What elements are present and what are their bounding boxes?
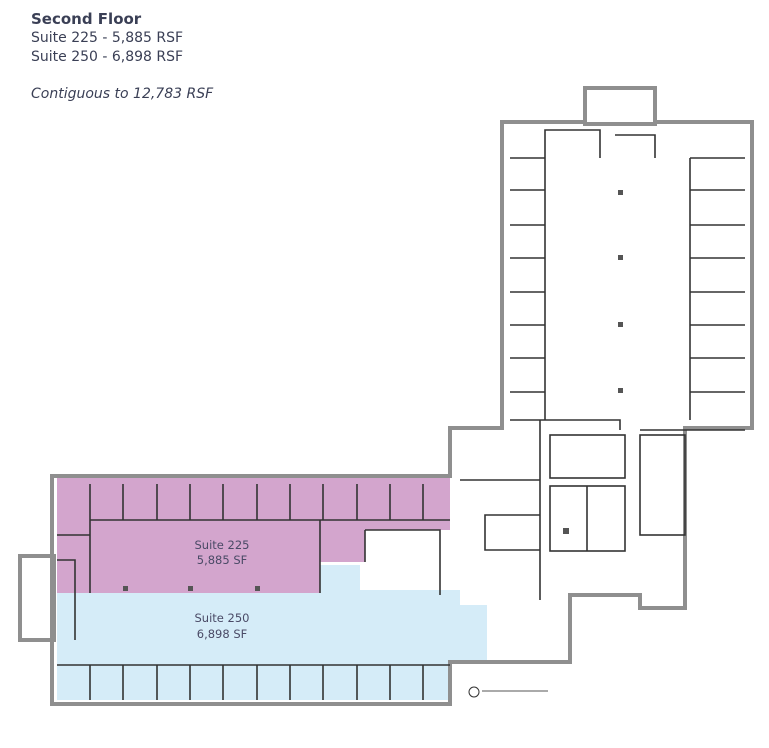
floor-title: Second Floor xyxy=(31,10,142,28)
suite-225-name: Suite 225 xyxy=(195,538,250,552)
suite-250-name: Suite 250 xyxy=(195,611,250,625)
contiguous-note: Contiguous to 12,783 RSF xyxy=(31,86,214,102)
drawing-key xyxy=(468,686,548,698)
interior-walls xyxy=(57,129,745,700)
exterior-walls xyxy=(18,86,754,706)
suite-225-rsf: Suite 225 - 5,885 RSF xyxy=(31,30,184,46)
suite-225-area[interactable] xyxy=(57,478,450,593)
floor-header: Second Floor Suite 225 - 5,885 RSF Suite… xyxy=(31,10,213,104)
columns xyxy=(123,190,623,591)
suite-225-area-label: 5,885 SF xyxy=(197,553,248,567)
suite-250-area[interactable] xyxy=(57,565,487,700)
suite-250-area-label: 6,898 SF xyxy=(197,627,248,641)
suite-250-rsf: Suite 250 - 6,898 RSF xyxy=(31,49,184,65)
